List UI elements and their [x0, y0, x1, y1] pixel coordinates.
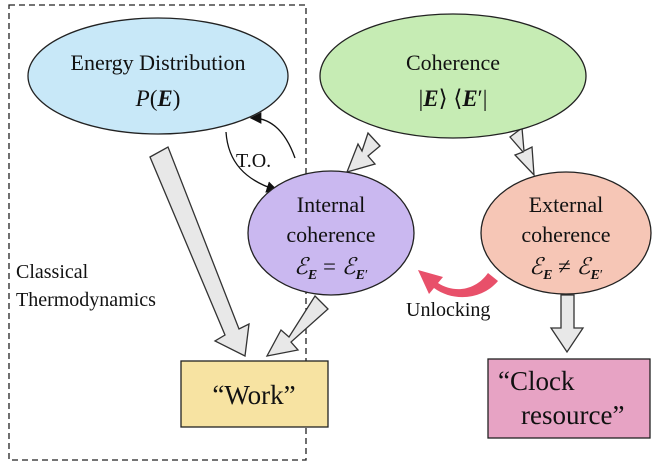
arrow-coherence-to-external: [509, 126, 535, 177]
thermal-operation-arrow-down: [225, 131, 279, 193]
energy-distribution-node: Energy Distribution P(E): [27, 17, 289, 135]
external-coherence-formula: ℰE ≠ ℰE′: [529, 254, 603, 283]
formula-variable: E: [156, 86, 172, 111]
classical-label-line1: Classical: [16, 261, 89, 283]
clock-label-line1: “Clock: [498, 366, 575, 396]
arrow-external-to-clock: [549, 294, 585, 354]
coherence-title: Coherence: [406, 50, 500, 75]
clock-resource-box: “Clock resource”: [487, 358, 651, 439]
energy-distribution-formula: P(E): [135, 86, 181, 111]
internal-coherence-formula: ℰE = ℰE′: [294, 254, 368, 283]
work-box: “Work”: [180, 360, 329, 428]
formula-function: P: [135, 86, 150, 111]
coherence-node: Coherence |E⟩ ⟨E′|: [319, 13, 587, 139]
clock-label-line2: resource”: [521, 400, 624, 430]
external-coherence-line2: coherence: [521, 222, 610, 247]
unlocking-arrow: [418, 270, 498, 298]
external-coherence-node: External coherence ℰE ≠ ℰE′: [480, 171, 652, 295]
internal-coherence-node: Internal coherence ℰE = ℰE′: [247, 170, 415, 296]
classical-label-line2: Thermodynamics: [16, 289, 156, 311]
arrow-energy-to-work: [149, 146, 250, 357]
thermal-operations-label: T.O.: [236, 150, 271, 172]
work-label: “Work”: [212, 380, 295, 410]
energy-distribution-title: Energy Distribution: [71, 50, 246, 75]
internal-coherence-line2: coherence: [286, 222, 375, 247]
unlocking-label: Unlocking: [406, 299, 490, 321]
arrow-internal-to-work: [265, 294, 329, 357]
coherence-formula: |E⟩ ⟨E′|: [419, 86, 488, 111]
arrow-coherence-to-internal: [345, 131, 381, 173]
internal-coherence-line1: Internal: [297, 192, 365, 217]
thermal-operation-arrow-up: [249, 112, 296, 159]
external-coherence-line1: External: [529, 192, 604, 217]
